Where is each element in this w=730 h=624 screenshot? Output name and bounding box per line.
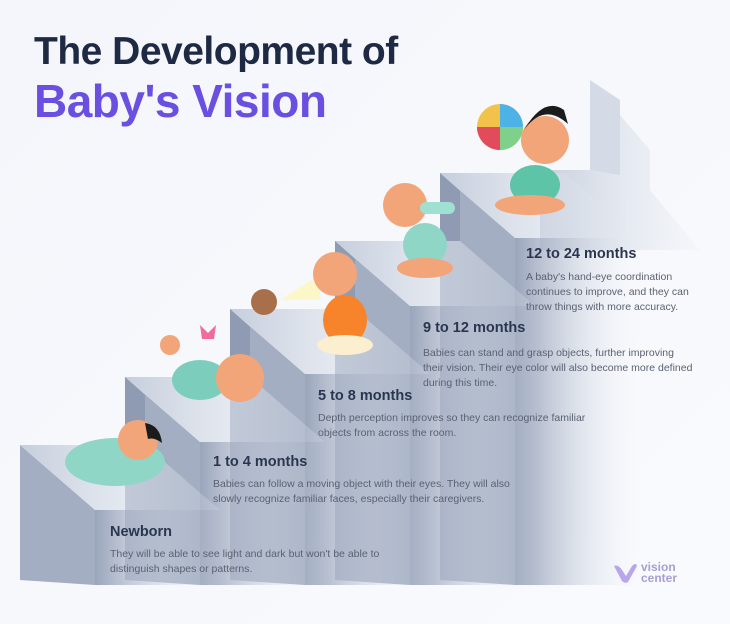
logo-v-icon: [614, 564, 637, 583]
step-side-face: [20, 445, 95, 585]
baby-1-4-months-illustration: [160, 325, 264, 402]
step-riser: [305, 374, 430, 585]
title-line-2: Baby's Vision: [34, 75, 327, 127]
stage-1-4-heading: 1 to 4 months: [213, 454, 308, 470]
step-riser: [200, 442, 325, 585]
stage-12-24-heading: 12 to 24 months: [526, 246, 637, 262]
vision-center-logo: vision center: [612, 560, 678, 585]
stage-9-12-heading: 9 to 12 months: [423, 320, 526, 336]
baby-12-24-months-illustration: [477, 104, 569, 215]
step-riser: [410, 306, 535, 585]
stage-newborn-heading: Newborn: [110, 524, 173, 540]
step-tread: [125, 377, 325, 442]
stage-9-12-description: Babies can stand and grasp objects, furt…: [423, 347, 693, 389]
baby-9-12-months-illustration: [383, 183, 455, 278]
bottle-icon: [420, 202, 455, 214]
step-riser: [95, 510, 220, 585]
stage-1-4-description: Babies can follow a moving object with t…: [213, 478, 510, 505]
logo-line-1: vision: [641, 560, 676, 574]
baby-5-8-months-illustration: [251, 252, 373, 355]
stage-newborn-description: They will be able to see light and dark …: [110, 548, 380, 575]
title-line-1: The Development of: [34, 30, 398, 73]
butterfly-icon: [200, 325, 216, 339]
stage-5-8-description: Depth perception improves so they can re…: [318, 412, 586, 439]
stage-12-24-description: A baby's hand-eye coordination continues…: [526, 271, 689, 313]
teddy-bear-icon: [251, 289, 277, 315]
logo-line-2: center: [641, 571, 678, 585]
step-riser: [515, 238, 640, 585]
stage-5-8-heading: 5 to 8 months: [318, 388, 413, 404]
newborn-baby-illustration: [65, 420, 165, 486]
